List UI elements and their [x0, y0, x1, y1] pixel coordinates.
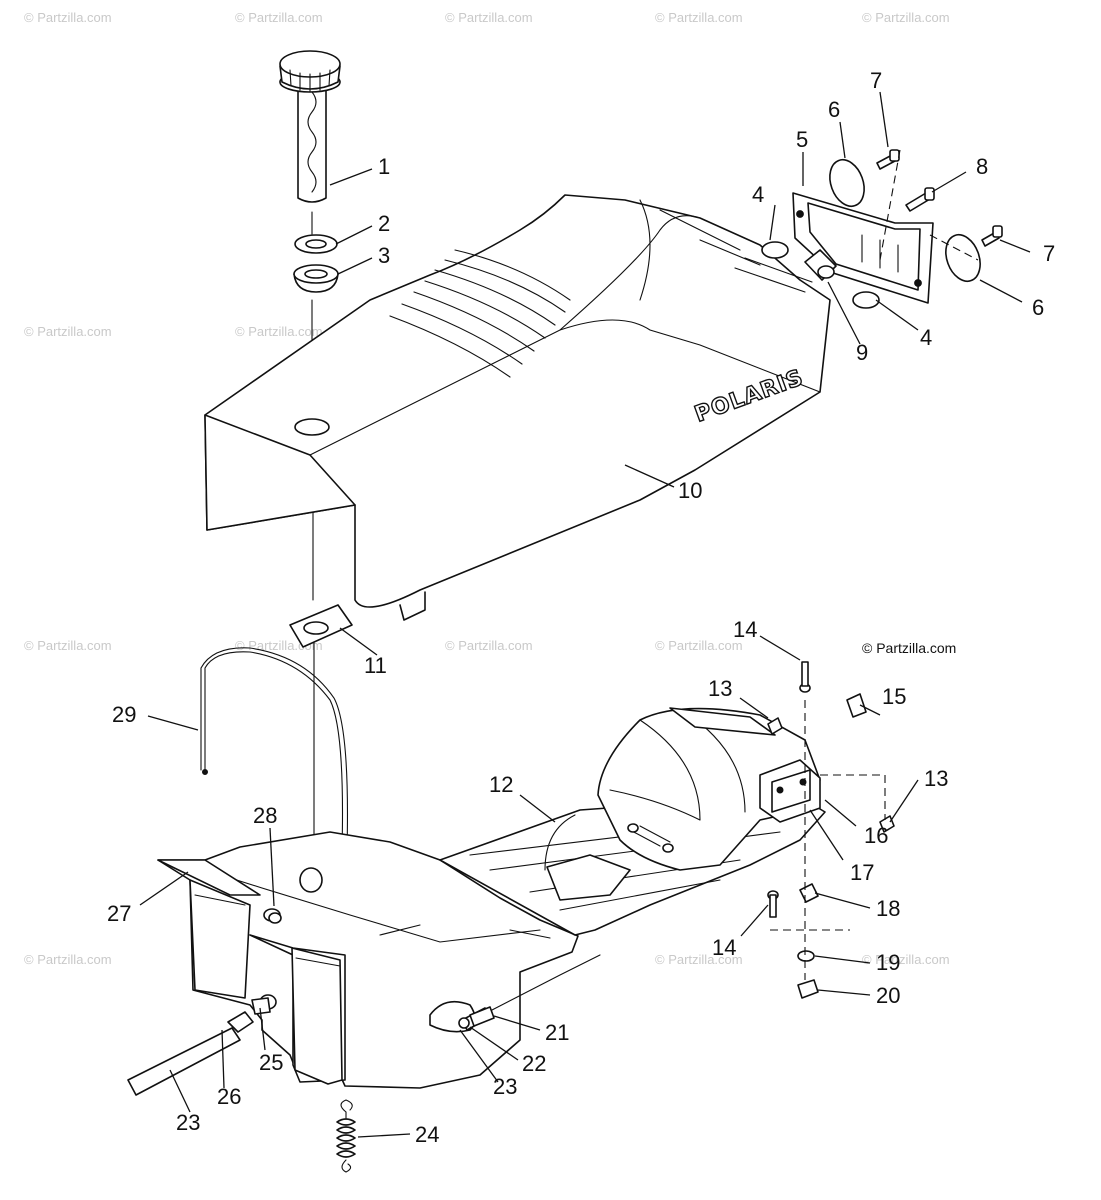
watermark: © Partzilla.com	[24, 952, 112, 967]
hose-clamp	[227, 1011, 254, 1033]
callout-13: 13	[924, 766, 948, 791]
callout-27: 27	[107, 901, 131, 926]
nut-clip	[879, 815, 895, 833]
callout-21: 21	[545, 1020, 569, 1045]
fuel-fitting	[251, 994, 277, 1015]
callout-26: 26	[217, 1084, 241, 1109]
spring	[336, 1099, 356, 1173]
callout-1: 1	[378, 154, 390, 179]
watermark: © Partzilla.com	[24, 638, 112, 653]
seat-pad	[289, 604, 353, 648]
watermark: © Partzilla.com	[655, 10, 743, 25]
screw	[981, 225, 1003, 247]
callout-17: 17	[850, 860, 874, 885]
seat: POLARIS	[204, 194, 831, 621]
washer	[797, 950, 815, 962]
vent-fitting	[268, 912, 282, 924]
rivet	[767, 890, 779, 918]
callout-20: 20	[876, 983, 900, 1008]
callout-19: 19	[876, 950, 900, 975]
tray	[439, 707, 826, 936]
tank-fitting	[458, 1006, 495, 1029]
callout-15: 15	[882, 684, 906, 709]
callout-2: 2	[378, 211, 390, 236]
watermark: © Partzilla.com	[445, 10, 533, 25]
callout-25: 25	[259, 1050, 283, 1075]
callout-28: 28	[253, 803, 277, 828]
callout-9: 9	[856, 340, 868, 365]
callout-6: 6	[828, 97, 840, 122]
callout-5: 5	[796, 127, 808, 152]
callout-4: 4	[752, 182, 764, 207]
callout-6: 6	[1032, 295, 1044, 320]
leader-lines	[139, 91, 1031, 1138]
tail-light-lens	[945, 233, 981, 283]
callout-18: 18	[876, 896, 900, 921]
bolt	[905, 187, 935, 212]
bracket	[759, 759, 821, 823]
callout-14: 14	[712, 935, 736, 960]
nut-clip	[767, 717, 783, 735]
grommet	[294, 234, 338, 254]
callout-7: 7	[1043, 241, 1055, 266]
copyright-credit: © Partzilla.com	[862, 640, 956, 656]
watermark: © Partzilla.com	[655, 638, 743, 653]
callout-29: 29	[112, 702, 136, 727]
tail-light-lens	[829, 158, 865, 208]
watermark: © Partzilla.com	[862, 10, 950, 25]
watermark: © Partzilla.com	[24, 10, 112, 25]
lock-nut	[797, 979, 819, 999]
fuel-cap-gauge	[279, 50, 341, 203]
callout-23: 23	[176, 1110, 200, 1135]
callout-14: 14	[733, 617, 757, 642]
callout-12: 12	[489, 772, 513, 797]
callout-16: 16	[864, 823, 888, 848]
callout-13: 13	[708, 676, 732, 701]
rivet	[799, 661, 811, 693]
callout-11: 11	[364, 653, 387, 678]
callout-8: 8	[976, 154, 988, 179]
callout-7: 7	[870, 68, 882, 93]
watermark: © Partzilla.com	[655, 952, 743, 967]
watermark: © Partzilla.com	[235, 324, 323, 339]
watermark: © Partzilla.com	[445, 638, 533, 653]
watermark: © Partzilla.com	[24, 324, 112, 339]
callout-22: 22	[522, 1051, 546, 1076]
callout-23: 23	[493, 1074, 517, 1099]
callout-24: 24	[415, 1122, 439, 1147]
grommet-seal	[293, 264, 339, 293]
callout-labels: 1 2 3 4 4 5 6 6 7 7 8 9 10 11 12 13 13 1…	[107, 68, 1055, 1147]
screw	[876, 149, 900, 170]
watermark: © Partzilla.com	[235, 10, 323, 25]
callout-10: 10	[678, 478, 702, 503]
watermark: © Partzilla.com	[862, 952, 950, 967]
callout-3: 3	[378, 243, 390, 268]
clip	[846, 693, 867, 718]
tail-light-assembly	[761, 192, 934, 309]
callout-4: 4	[920, 325, 932, 350]
